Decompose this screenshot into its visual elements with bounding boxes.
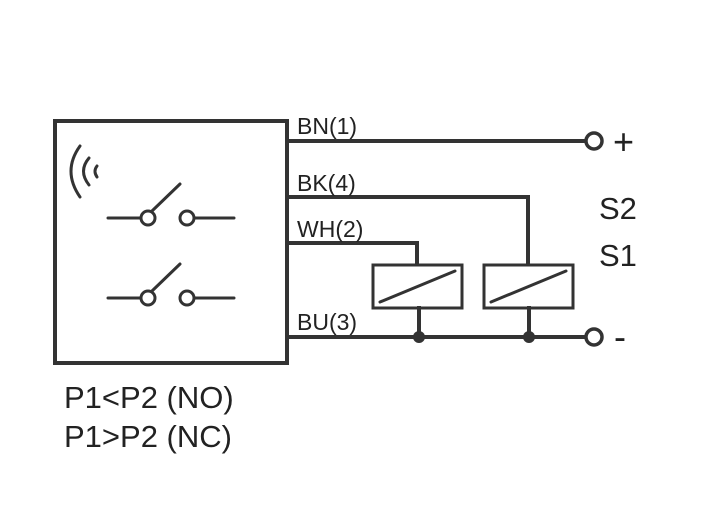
sensor-housing: [53, 119, 289, 365]
wire-black: [285, 195, 530, 266]
negative-sign: -: [614, 316, 626, 357]
condition-no: P1<P2 (NO): [64, 380, 234, 415]
condition-nc: P1>P2 (NC): [64, 419, 232, 454]
wire-label-bk: BK(4): [297, 170, 356, 196]
sensing-wave-icon: [69, 144, 99, 199]
wire-label-bu: BU(3): [297, 309, 357, 335]
positive-terminal: [584, 131, 604, 151]
switch-contact-upper: [106, 182, 236, 227]
load-s1: [371, 263, 464, 343]
positive-sign: +: [613, 121, 634, 162]
wire-label-bn: BN(1): [297, 113, 357, 139]
output-label-s2: S2: [599, 191, 637, 226]
negative-terminal: [584, 327, 604, 347]
load-s2: [482, 263, 575, 343]
wire-white: [285, 241, 419, 266]
wire-label-wh: WH(2): [297, 216, 363, 242]
output-label-s1: S1: [599, 238, 637, 273]
switch-contact-lower: [106, 262, 236, 307]
